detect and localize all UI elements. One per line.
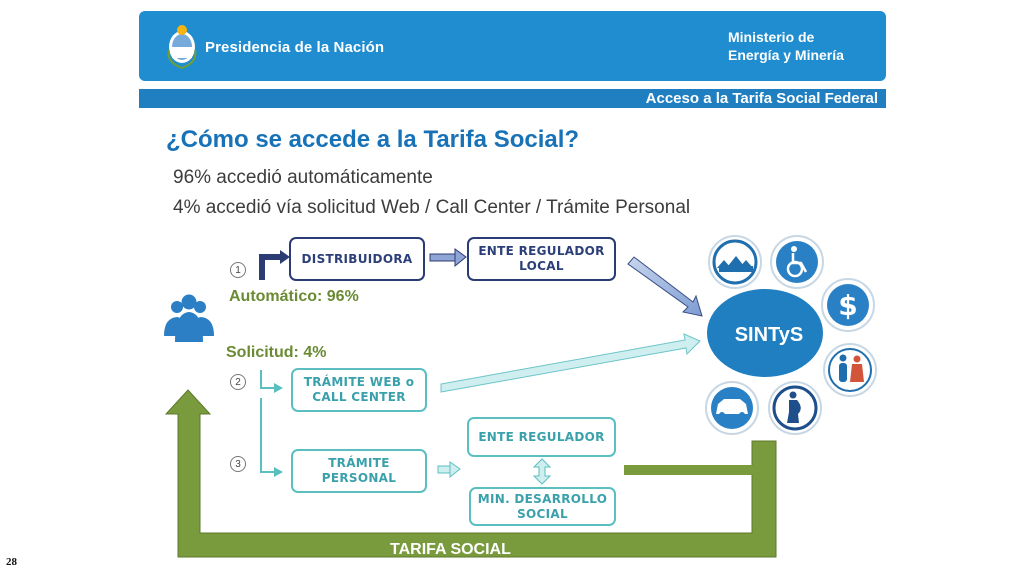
arrow-step2: [260, 370, 283, 393]
tramite-web-box: TRÁMITE WEB o CALL CENTER: [291, 368, 427, 412]
ente-regulador-label: ENTE REGULADOR: [478, 429, 605, 444]
ente-regulador-local-line-2: LOCAL: [519, 259, 564, 273]
section-subtitle: Acceso a la Tarifa Social Federal: [645, 90, 878, 107]
arrow-ente-sintys: [627, 256, 703, 317]
min-desarrollo-line-1: MIN. DESARROLLO: [477, 491, 608, 506]
ministry-line-1: Ministerio de: [728, 29, 815, 45]
arrow-web-sintys: [440, 333, 701, 393]
pregnant-woman-icon: [768, 381, 822, 435]
brand-name: Presidencia de la Nación: [205, 39, 385, 56]
houses-icon: [708, 235, 762, 289]
arrow-distribuidora-ente: [429, 248, 467, 268]
elderly-couple-icon: [823, 343, 877, 397]
automatic-label: Automático: 96%: [229, 288, 359, 305]
sintys-hub: [707, 289, 823, 377]
ministry-name: Ministerio de Energía y Minería: [728, 28, 858, 64]
page-title: ¿Cómo se accede a la Tarifa Social?: [166, 126, 580, 153]
arrow-ente-mindesarrollo: [532, 458, 552, 485]
wheelchair-icon: [770, 235, 824, 289]
ente-regulador-local-line-1: ENTE REGULADOR: [478, 244, 605, 258]
stat-line-request: 4% accedió vía solicitud Web / Call Cent…: [173, 197, 691, 218]
page-number: 28: [6, 556, 17, 568]
ente-regulador-local-box: ENTE REGULADOR LOCAL: [467, 237, 616, 281]
tarifa-social-loop: [164, 389, 777, 558]
tarifa-social-label: TARIFA SOCIAL: [390, 541, 511, 558]
distribuidora-label: DISTRIBUIDORA: [301, 251, 413, 266]
loop-feed-bar: [624, 465, 754, 475]
step-number-3: 3: [230, 456, 246, 472]
tramite-web-line-2: CALL CENTER: [312, 390, 406, 404]
arrow-personal-ente: [437, 461, 461, 479]
subtitle-bar: [139, 89, 886, 108]
step-number-1: 1: [230, 262, 246, 278]
distribuidora-box: DISTRIBUIDORA: [289, 237, 425, 281]
min-desarrollo-box: MIN. DESARROLLO SOCIAL: [469, 487, 616, 526]
dollar-icon: $: [821, 278, 875, 332]
step-number-2: 2: [230, 374, 246, 390]
header-bar: [139, 11, 886, 81]
tramite-personal-box: TRÁMITE PERSONAL: [291, 449, 427, 493]
argentina-seal-icon: [167, 25, 197, 70]
ministry-line-2: Energía y Minería: [728, 47, 844, 63]
arrow-step3: [260, 398, 283, 477]
request-label: Solicitud: 4%: [226, 344, 327, 361]
sintys-label: SINTyS: [734, 324, 804, 346]
svg-text:$: $: [838, 289, 857, 322]
arrow-step1: [259, 250, 290, 280]
users-icon: [164, 294, 214, 342]
tramite-web-line-1: TRÁMITE WEB o: [303, 375, 415, 389]
ente-regulador-box: ENTE REGULADOR: [467, 417, 616, 457]
tramite-personal-line-2: PERSONAL: [321, 471, 397, 485]
car-icon: [705, 381, 759, 435]
stat-line-automatic: 96% accedió automáticamente: [173, 167, 433, 188]
tramite-personal-line-1: TRÁMITE: [328, 456, 390, 470]
min-desarrollo-line-2: SOCIAL: [517, 506, 568, 521]
